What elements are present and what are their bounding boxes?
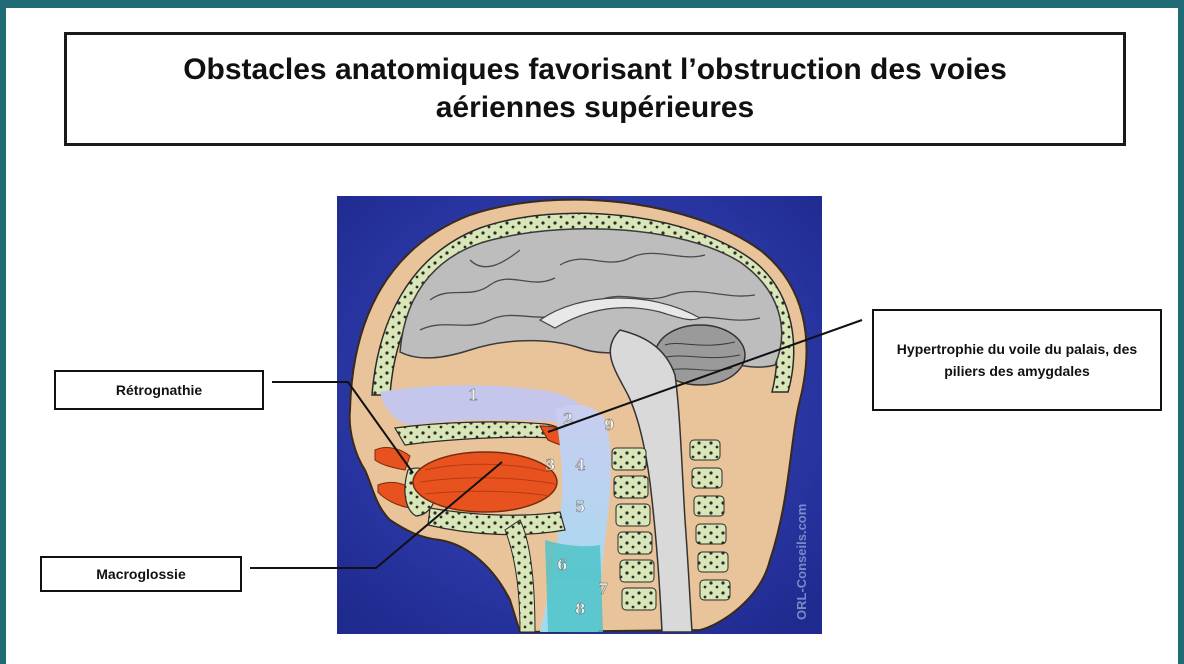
- region-number-5: 5: [575, 498, 585, 516]
- label-macroglossie: Macroglossie: [40, 556, 242, 592]
- region-number-7: 7: [598, 580, 608, 598]
- larynx: [545, 540, 603, 632]
- region-number-1: 1: [468, 386, 478, 404]
- region-number-8: 8: [575, 600, 585, 618]
- tongue: [413, 452, 557, 512]
- label-retrognathie: Rétrognathie: [54, 370, 264, 410]
- region-number-3: 3: [545, 456, 555, 474]
- region-number-6: 6: [557, 556, 567, 574]
- label-hypertrophie: Hypertrophie du voile du palais, des pil…: [872, 309, 1162, 411]
- region-number-9: 9: [604, 416, 614, 434]
- region-number-4: 4: [575, 456, 585, 474]
- watermark: ORL-Conseils.com: [794, 504, 809, 620]
